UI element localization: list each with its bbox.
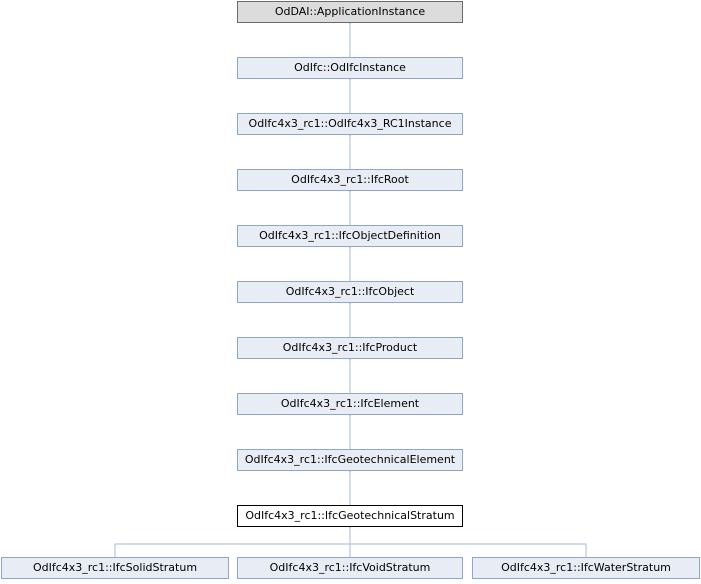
- class-node-application-instance[interactable]: OdDAI::ApplicationInstance: [237, 1, 463, 23]
- class-node-ifc-root[interactable]: OdIfc4x3_rc1::IfcRoot: [237, 169, 463, 191]
- class-node-ifc-element[interactable]: OdIfc4x3_rc1::IfcElement: [237, 393, 463, 415]
- edge-group: [114, 24, 587, 557]
- class-node-ifc-geotechnical-stratum: OdIfc4x3_rc1::IfcGeotechnicalStratum: [237, 505, 463, 527]
- class-node-ifc-water-stratum[interactable]: OdIfc4x3_rc1::IfcWaterStratum: [472, 557, 700, 579]
- class-node-ifc-void-stratum[interactable]: OdIfc4x3_rc1::IfcVoidStratum: [237, 557, 463, 579]
- class-node-ifc-solid-stratum[interactable]: OdIfc4x3_rc1::IfcSolidStratum: [1, 557, 229, 579]
- class-node-ifc-object[interactable]: OdIfc4x3_rc1::IfcObject: [237, 281, 463, 303]
- class-node-odifc-instance[interactable]: OdIfc::OdIfcInstance: [237, 57, 463, 79]
- class-node-ifc-geotechnical-element[interactable]: OdIfc4x3_rc1::IfcGeotechnicalElement: [237, 449, 463, 471]
- class-node-ifc-product[interactable]: OdIfc4x3_rc1::IfcProduct: [237, 337, 463, 359]
- class-node-rc1-instance[interactable]: OdIfc4x3_rc1::OdIfc4x3_RC1Instance: [237, 113, 463, 135]
- class-node-ifc-object-definition[interactable]: OdIfc4x3_rc1::IfcObjectDefinition: [237, 225, 463, 247]
